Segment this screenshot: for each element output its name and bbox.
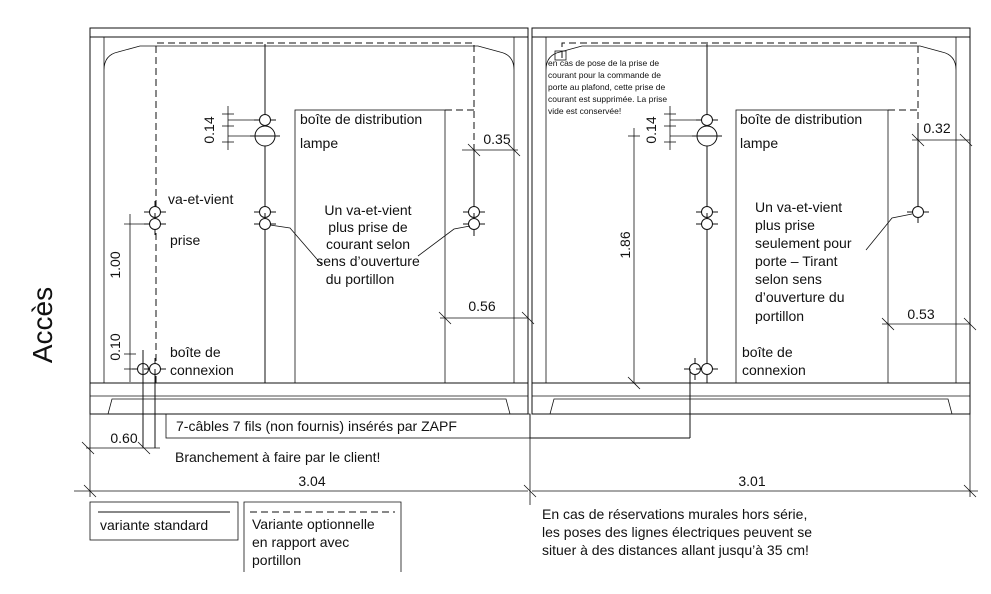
svg-text:portillon: portillon <box>755 308 804 324</box>
right-dimension-014: 0.14 <box>643 106 700 150</box>
svg-text:3.04: 3.04 <box>298 473 325 489</box>
left-center-note: Un va-et-vient plus prise de courant sel… <box>316 202 420 287</box>
right-optional-dashed <box>561 42 919 130</box>
svg-text:plus prise: plus prise <box>755 217 815 233</box>
right-center-note: Un va-et-vient plus prise seulement pour… <box>755 199 852 324</box>
access-label: Accès <box>27 287 58 363</box>
svg-text:vide est conservée!: vide est conservée! <box>548 106 621 116</box>
right-ceiling-note: en cas de pose de la prise de courant po… <box>548 58 667 116</box>
left-switch-label: va-et-vient <box>168 191 233 207</box>
left-lamp-label: lampe <box>300 135 338 151</box>
svg-text:1.86: 1.86 <box>617 231 633 258</box>
socket-symbol <box>695 212 719 236</box>
right-junction-label: boîte de connexion <box>742 344 806 378</box>
svg-text:porte au plafond, cette prise: porte au plafond, cette prise de <box>548 82 665 92</box>
legend-optional: Variante optionnelle en rapport avec por… <box>243 501 402 572</box>
switch-symbol <box>906 200 930 224</box>
svg-text:Un va-et-vient: Un va-et-vient <box>324 202 411 218</box>
svg-text:connexion: connexion <box>170 362 234 378</box>
svg-text:plus prise de: plus prise de <box>328 219 408 235</box>
left-distribution-label: boîte de distribution <box>300 111 422 127</box>
left-fixtures <box>131 108 486 448</box>
svg-text:0.14: 0.14 <box>643 116 659 143</box>
svg-text:0.10: 0.10 <box>107 333 123 360</box>
bottom-note: En cas de réservations murales hors séri… <box>542 506 812 558</box>
right-width-dimension: 3.01 <box>532 473 978 498</box>
svg-text:courant est supprimée. La pris: courant est supprimée. La prise <box>548 94 667 104</box>
svg-text:0.60: 0.60 <box>110 430 137 446</box>
svg-text:en cas de pose de la prise de: en cas de pose de la prise de <box>548 58 659 68</box>
left-junction-label: boîte de connexion <box>170 344 234 378</box>
svg-text:d’ouverture du: d’ouverture du <box>755 289 845 305</box>
svg-text:0.14: 0.14 <box>201 116 217 143</box>
svg-text:boîte de: boîte de <box>170 344 221 360</box>
right-dimension-186: 1.86 <box>617 128 641 390</box>
left-dimension-056: 0.56 <box>438 298 535 325</box>
socket-symbol <box>462 212 486 236</box>
socket-symbol <box>253 212 277 236</box>
left-dimension-014: 0.14 <box>201 106 258 150</box>
svg-text:courant pour la commande de: courant pour la commande de <box>548 70 661 80</box>
left-dimension-100: 1.00 0.10 <box>107 214 150 382</box>
right-distribution-label: boîte de distribution <box>740 111 862 127</box>
svg-text:Variante optionnelle: Variante optionnelle <box>252 516 375 532</box>
svg-text:En cas de réservations murales: En cas de réservations murales hors séri… <box>542 506 807 522</box>
svg-text:variante standard: variante standard <box>100 517 208 533</box>
svg-text:boîte de: boîte de <box>742 344 793 360</box>
right-dimension-053: 0.53 <box>881 306 977 331</box>
dimension-060: 0.60 <box>81 430 160 455</box>
left-dimension-035: 0.35 <box>462 131 521 157</box>
svg-text:Un va-et-vient: Un va-et-vient <box>755 199 842 215</box>
junction-box-symbol <box>695 357 719 381</box>
client-note: Branchement à faire par le client! <box>175 449 380 465</box>
svg-text:selon sens: selon sens <box>755 271 822 287</box>
svg-text:en rapport avec: en rapport avec <box>252 534 349 550</box>
svg-text:courant selon: courant selon <box>326 236 410 252</box>
svg-text:sens d’ouverture: sens d’ouverture <box>316 253 420 269</box>
svg-text:connexion: connexion <box>742 362 806 378</box>
svg-text:0.32: 0.32 <box>923 120 950 136</box>
svg-text:0.53: 0.53 <box>907 306 934 322</box>
right-garage-outline <box>531 27 971 415</box>
svg-text:seulement pour: seulement pour <box>755 235 852 251</box>
svg-text:situer à des distances allant: situer à des distances allant jusqu’à 35… <box>542 542 809 558</box>
legend-standard: variante standard <box>89 501 239 541</box>
right-fixtures <box>683 108 930 438</box>
svg-text:3.01: 3.01 <box>738 473 765 489</box>
svg-text:les poses des lignes électriqu: les poses des lignes électriques peuvent… <box>542 524 812 540</box>
svg-text:0.35: 0.35 <box>483 131 510 147</box>
left-width-dimension: 3.04 <box>74 473 537 498</box>
ceiling-socket-symbol <box>554 50 567 61</box>
cable-note: 7-câbles 7 fils (non fournis) insérés pa… <box>176 418 457 434</box>
left-socket-label: prise <box>170 232 201 248</box>
svg-text:porte – Tirant: porte – Tirant <box>755 253 838 269</box>
right-lamp-label: lampe <box>740 135 778 151</box>
svg-text:portillon: portillon <box>252 552 301 568</box>
svg-text:du portillon: du portillon <box>326 271 395 287</box>
svg-text:1.00: 1.00 <box>107 251 123 278</box>
right-dimension-032: 0.32 <box>911 120 973 147</box>
svg-text:0.56: 0.56 <box>468 298 495 314</box>
left-optional-dashed <box>155 42 475 383</box>
